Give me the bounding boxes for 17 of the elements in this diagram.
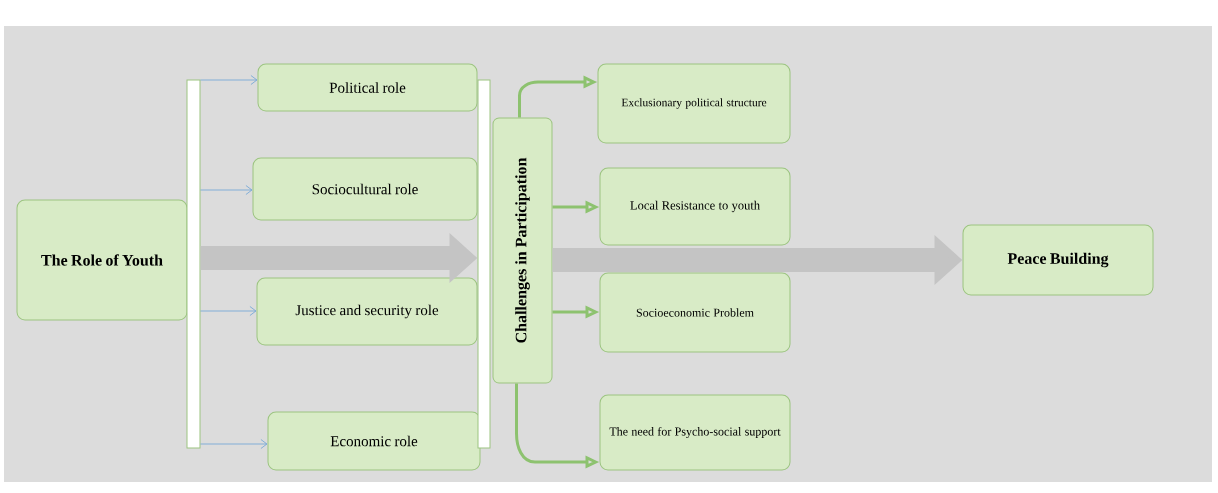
process-box: The need for Psycho-social support	[599, 394, 791, 471]
arrow	[200, 75, 258, 85]
process-box: Socioeconomic Problem	[599, 272, 791, 353]
process-box: Political role	[257, 63, 478, 112]
process-box: Justice and security role	[256, 277, 478, 346]
process-box: The Role of Youth	[16, 199, 188, 321]
process-box: Peace Building	[962, 224, 1154, 296]
process-box: Challenges in Participation	[492, 117, 553, 384]
process-box: Economic role	[267, 411, 481, 471]
arrow	[200, 185, 253, 195]
arrow	[200, 306, 257, 316]
process-box: Sociocultural role	[252, 157, 478, 221]
process-box: Exclusionary political structure	[597, 63, 791, 144]
bar	[477, 79, 491, 449]
bar	[186, 79, 201, 449]
process-box: Local Resistance to youth	[599, 167, 791, 246]
arrow	[200, 439, 268, 449]
